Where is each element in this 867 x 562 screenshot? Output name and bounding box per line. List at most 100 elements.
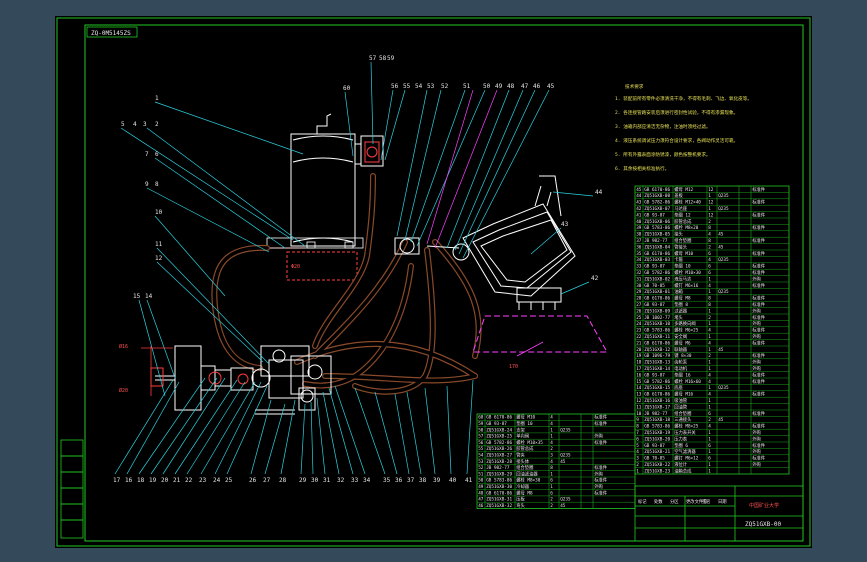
parts-right-cell: 39 [636, 225, 642, 231]
callout-57: 57 [369, 55, 377, 62]
callout-18: 18 [137, 477, 145, 484]
parts-right-cell: 10 [636, 411, 642, 417]
callout-5: 5 [121, 121, 125, 128]
parts-right-cell: 1 [708, 430, 711, 436]
parts-right-cell: 外购 [752, 435, 761, 442]
parts-right-cell: 12 [708, 200, 714, 206]
parts-right-cell: GB 93-87 [644, 443, 665, 449]
parts-right-cell: 8 [708, 302, 711, 308]
parts-right-cell: 1 [708, 308, 711, 314]
parts-bottom-cell: 回油滤油器 [516, 470, 538, 477]
callout-16: 16 [125, 477, 133, 484]
parts-bottom-cell: 弯头 [516, 502, 525, 509]
parts-bottom-cell: 45 [560, 459, 566, 465]
parts-right-cell: ZQ51GXB-19 [644, 430, 670, 436]
magenta-leaders [426, 89, 498, 249]
parts-right-cell: 马达座 [674, 205, 688, 212]
parts-right-cell: 键 8×30 [674, 352, 692, 359]
parts-right-cell: 标准件 [752, 282, 766, 289]
parts-bottom-cell: 管夹 [516, 452, 525, 459]
parts-right-cell: 外购 [752, 359, 761, 366]
parts-right-cell: 4 [708, 257, 711, 263]
callout-20: 20 [161, 477, 169, 484]
parts-bottom-cell: 胶管总成 [516, 445, 534, 452]
drawing-sheet[interactable]: ZQ-0M5145ZS [55, 16, 812, 548]
parts-right-cell: 外购 [752, 333, 761, 340]
parts-right-cell: 1 [708, 347, 711, 353]
parts-right-cell: 18 [636, 360, 642, 366]
parts-right-cell: 螺母 M10 [674, 250, 693, 257]
parts-right-cell: ZQ51GXB-08 [644, 193, 670, 199]
callout-22: 22 [185, 477, 193, 484]
parts-right-cell: 外购 [752, 320, 761, 327]
parts-right-cell: 6 [636, 436, 639, 442]
parts-right-cell: 23 [636, 328, 642, 334]
parts-bottom-cell: 外购 [594, 470, 603, 477]
parts-right-cell: 标准件 [752, 378, 766, 385]
callout-46: 46 [533, 83, 541, 90]
parts-right-cell: ZQ51GXB-22 [644, 462, 670, 468]
parts-right-cell: GB 1096-79 [644, 353, 670, 359]
parts-bottom-cell: 标准件 [594, 477, 608, 484]
parts-right-cell: 螺栓 M8×20 [674, 224, 699, 231]
parts-right-cell: 1 [636, 468, 639, 474]
parts-bottom-cell: Q235 [560, 427, 571, 433]
revision-col-label: 标记 [638, 498, 647, 505]
hoses [211, 173, 482, 395]
parts-right-cell: 19 [636, 353, 642, 359]
parts-right-cell: 16 [636, 372, 642, 378]
left-binding-blocks [60, 439, 84, 539]
notes-title: 技术要求 [625, 83, 644, 90]
revision-strip: 标记处数分区更改文件号签名日期 [638, 498, 727, 505]
parts-right-cell: 联轴器 [674, 346, 688, 353]
callout-11: 11 [155, 241, 163, 248]
callout-17: 17 [113, 477, 121, 484]
assembly-drawing: ZQ-0M5145ZS [56, 17, 811, 547]
parts-right-cell: 5 [636, 443, 639, 449]
parts-right-cell: 螺栓 M16×60 [674, 378, 701, 385]
parts-right-cell: 28 [636, 296, 642, 302]
callout-15: 15 [133, 293, 141, 300]
parts-right-cell: 1 [708, 449, 711, 455]
parts-right-cell: ZQ51GXB-01 [644, 289, 670, 295]
parts-bottom-cell: 单向阀 [516, 433, 529, 440]
parts-right-cell: 1 [708, 334, 711, 340]
parts-right-cell: 12 [708, 212, 714, 218]
parts-right-cell: 组合垫圈 [674, 410, 691, 417]
callout-60: 60 [343, 85, 351, 92]
parts-right-cell: 1 [708, 193, 711, 199]
parts-bottom-cell: 47 [478, 497, 484, 503]
parts-right-cell: 1 [708, 462, 711, 468]
parts-right-cell: ZQ51GXB-13 [644, 360, 670, 366]
parts-right-cell: ZQ51GXB-09 [644, 308, 670, 314]
parts-right-cell: 2 [636, 462, 639, 468]
parts-right-cell: ZQ51GXB-14 [644, 366, 670, 372]
parts-right-cell: 7 [636, 430, 639, 436]
note-6: 6. 其余按相关标准执行。 [615, 165, 669, 172]
parts-right-cell: 4 [708, 232, 711, 238]
note-5: 5. 所有外露表面涂防锈漆，颜色按整机要求。 [615, 151, 711, 158]
parts-right-cell: 压力表开关 [674, 429, 696, 436]
leader-lines [114, 61, 594, 475]
parts-right-cell: 螺栓 M8×25 [674, 423, 699, 430]
parts-right-cell: 标准件 [752, 237, 766, 244]
callout-6: 6 [155, 151, 159, 158]
revision-col-label: 处数 [654, 498, 663, 505]
callout-31: 31 [323, 477, 331, 484]
parts-right-cell: 4 [708, 372, 711, 378]
parts-right-cell: 标准件 [752, 269, 766, 276]
parts-right-cell: 1 [708, 276, 711, 282]
parts-right-cell: 外购 [752, 461, 761, 468]
parts-bottom-cell: 45 [560, 503, 566, 509]
parts-bottom-cell: ZQ51GXB-29 [486, 471, 512, 477]
parts-bottom-cell: ZQ51GXB-24 [486, 427, 512, 433]
parts-right-cell: 标准件 [752, 391, 766, 398]
parts-right-cell: 标准件 [752, 211, 766, 218]
parts-right-cell: GB 93-87 [644, 372, 665, 378]
parts-right-cell: 底座 [674, 384, 683, 391]
parts-right-cell: GB 93-87 [644, 212, 665, 218]
callout-53: 53 [427, 83, 435, 90]
